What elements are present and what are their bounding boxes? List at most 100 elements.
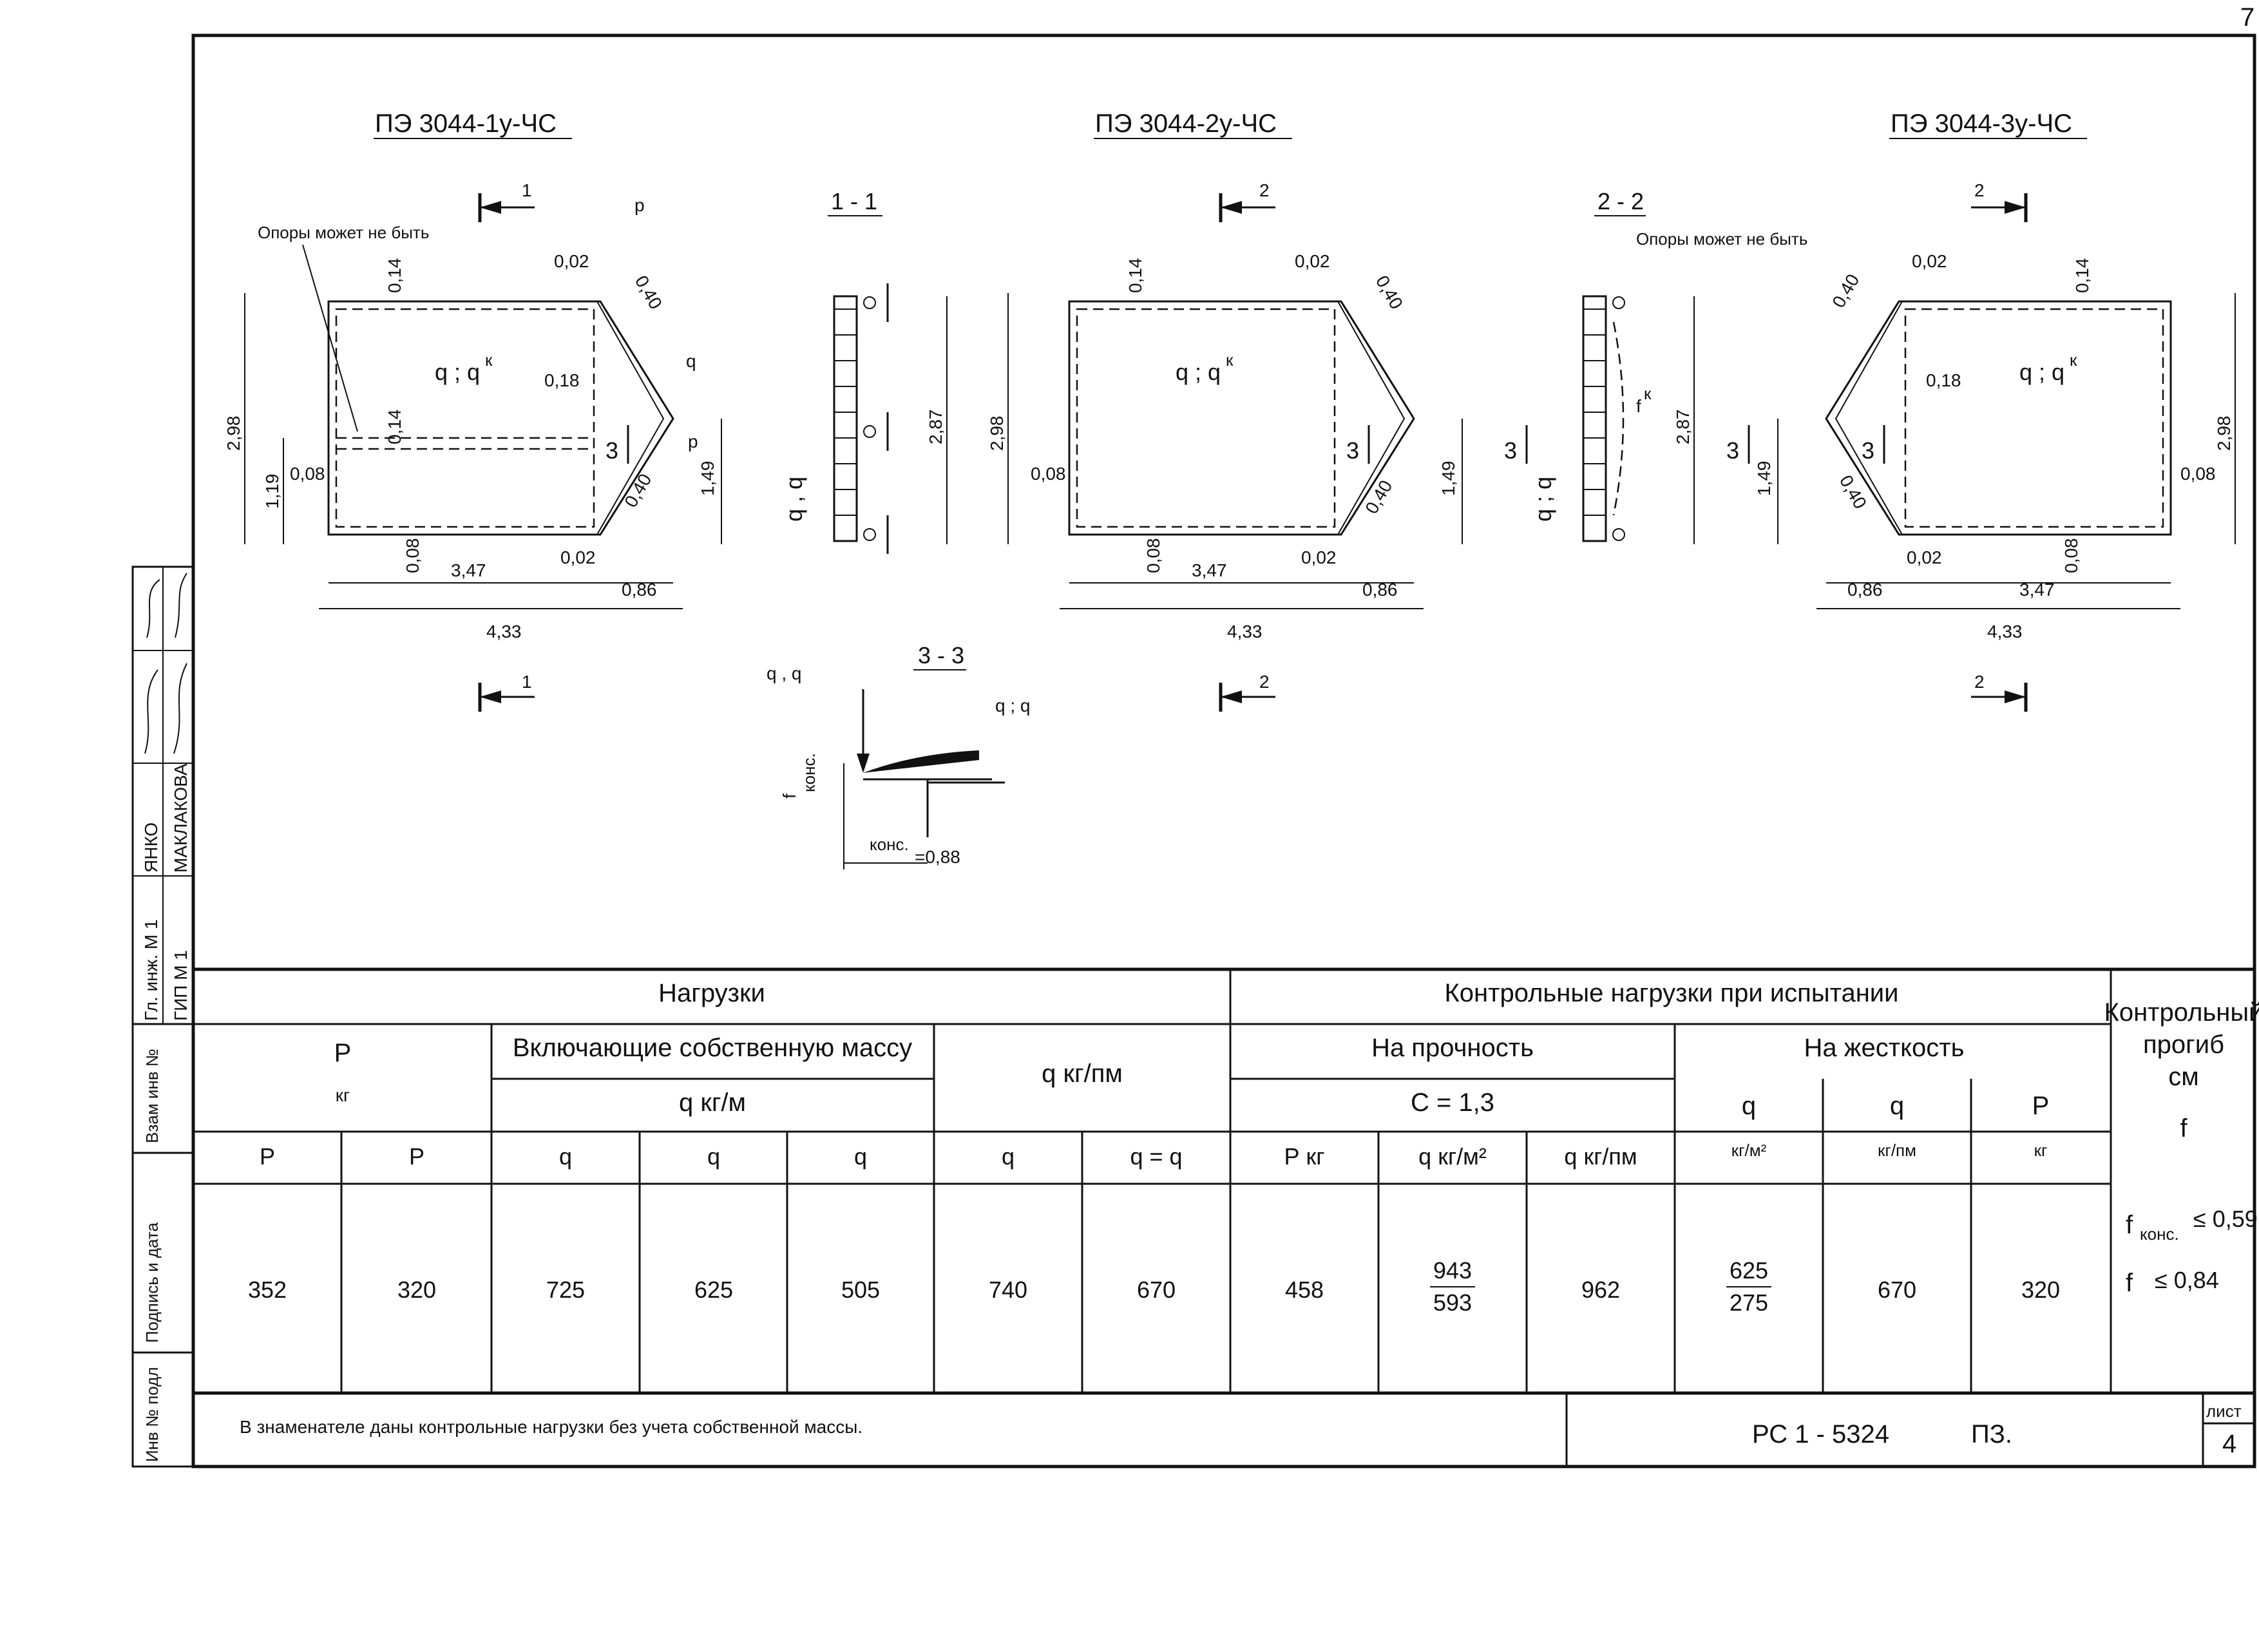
cell-value: 352 [248, 1277, 287, 1303]
drawing-2-title: ПЭ 3044-2у-ЧС [1095, 109, 1277, 138]
signature-mark [144, 663, 187, 754]
svg-text:к: к [1644, 384, 1652, 403]
svg-text:q , q: q , q [767, 663, 801, 683]
svg-text:Р: Р [409, 1143, 424, 1170]
svg-text:q: q [854, 1143, 867, 1170]
loads-table: Нагрузки Контрольные нагрузки при испыта… [193, 967, 2259, 1395]
svg-text:С = 1,3: С = 1,3 [1411, 1088, 1494, 1117]
svg-text:Р: Р [334, 1039, 352, 1067]
slab-outline [327, 300, 674, 536]
svg-text:0,86: 0,86 [622, 580, 657, 600]
svg-text:q ; q: q ; q [1530, 477, 1556, 522]
svg-text:0,40: 0,40 [1828, 271, 1863, 311]
svg-text:0,08: 0,08 [2061, 538, 2081, 574]
svg-text:q кг/м²: q кг/м² [1418, 1143, 1487, 1170]
doc-code: РС 1 - 5324 [1752, 1420, 1889, 1448]
svg-text:0,18: 0,18 [1926, 370, 1961, 390]
section-2-2: 2 - 2 f к 2,87 q ; q [1530, 188, 1695, 544]
svg-text:0,08: 0,08 [1143, 538, 1163, 574]
svg-text:f: f [2180, 1114, 2188, 1143]
stamp-name1: ЯНКО [141, 822, 161, 873]
svg-text:0,86: 0,86 [1362, 580, 1398, 600]
svg-text:0,18: 0,18 [544, 370, 580, 390]
svg-text:2,98: 2,98 [987, 416, 1007, 451]
svg-text:0,40: 0,40 [1361, 477, 1396, 517]
section-title: 3 - 3 [918, 642, 964, 669]
svg-text:р: р [688, 432, 698, 451]
svg-text:0,02: 0,02 [1912, 251, 1947, 271]
slab-outline [1068, 300, 1415, 536]
svg-text:q , q: q , q [781, 477, 807, 522]
drawing-1-title: ПЭ 3044-1у-ЧС [375, 109, 557, 138]
svg-text:кг/м²: кг/м² [1731, 1141, 1767, 1160]
signature-mark [146, 573, 187, 638]
svg-text:f: f [1636, 396, 1641, 416]
load-label: q ; q [435, 359, 480, 385]
svg-text:0,40: 0,40 [1836, 472, 1871, 513]
svg-text:1,19: 1,19 [262, 474, 282, 509]
svg-text:q: q [686, 351, 696, 371]
svg-text:0,02: 0,02 [560, 547, 596, 567]
svg-text:0,40: 0,40 [631, 272, 666, 313]
cell-value: 505 [841, 1277, 880, 1303]
svg-text:2,87: 2,87 [926, 410, 946, 445]
cell-value: 740 [989, 1277, 1027, 1303]
stamp-row2: ГИП М 1 [171, 950, 191, 1021]
svg-text:1,49: 1,49 [1754, 461, 1774, 497]
svg-text:=0,88: =0,88 [915, 847, 960, 867]
svg-text:прогиб: прогиб [2143, 1030, 2224, 1059]
svg-text:q: q [559, 1143, 572, 1170]
svg-text:0,02: 0,02 [554, 251, 589, 271]
load-label: q ; q [1176, 359, 1221, 385]
svg-text:2,98: 2,98 [2214, 416, 2234, 451]
footer: В знаменателе даны контрольные нагрузки … [240, 1393, 2254, 1467]
stamp-label-sign-date: Подпись и дата [142, 1222, 162, 1343]
cell-value: 275 [1730, 1289, 1768, 1316]
svg-text:q ; q: q ; q [995, 696, 1030, 716]
svg-text:кг: кг [336, 1085, 350, 1105]
drawing-2: ПЭ 3044-2у-ЧС 2 2 q ; q к 2,98 0,08 0,14… [987, 109, 1528, 712]
sheet-label: лист [2206, 1401, 2242, 1421]
svg-text:Включающие собственную массу: Включающие собственную массу [513, 1034, 912, 1062]
cell-value: 320 [2021, 1277, 2060, 1303]
svg-text:Р: Р [260, 1143, 275, 1170]
svg-text:f: f [2126, 1269, 2133, 1297]
section-mark: 1 [522, 672, 532, 692]
svg-text:0,40: 0,40 [620, 470, 655, 511]
cell-value: 458 [1285, 1277, 1324, 1303]
cell-value: 625 [1730, 1257, 1768, 1284]
svg-text:0,08: 0,08 [2180, 464, 2216, 484]
svg-text:см: см [2168, 1063, 2199, 1091]
title-stamp: Гл. инж. М 1 ГИП М 1 ЯНКО МАКЛАКОВА Взам… [131, 565, 195, 1468]
svg-text:Контрольный: Контрольный [2104, 998, 2259, 1027]
svg-text:0,86: 0,86 [1847, 580, 1883, 600]
svg-text:q: q [1742, 1092, 1756, 1120]
svg-text:Р кг: Р кг [1284, 1143, 1325, 1170]
section-title: 1 - 1 [831, 188, 877, 214]
svg-text:к: к [1226, 350, 1234, 370]
svg-text:2: 2 [1259, 672, 1270, 692]
footer-note: В знаменателе даны контрольные нагрузки … [240, 1417, 863, 1437]
support-note: Опоры может не быть [258, 223, 429, 242]
svg-text:0,08: 0,08 [403, 538, 423, 574]
section-mark: 1 [522, 180, 532, 200]
svg-text:q: q [707, 1143, 720, 1170]
svg-text:0,08: 0,08 [290, 464, 325, 484]
svg-text:3: 3 [1504, 437, 1517, 464]
header-control: Контрольные нагрузки при испытании [1445, 979, 1899, 1007]
svg-text:≤ 0,59: ≤ 0,59 [2193, 1206, 2258, 1232]
svg-text:3: 3 [1346, 437, 1359, 464]
svg-text:q: q [1002, 1143, 1015, 1170]
svg-text:2,98: 2,98 [224, 416, 243, 451]
svg-text:0,02: 0,02 [1295, 251, 1330, 271]
svg-text:0,14: 0,14 [385, 410, 405, 445]
header-loads: Нагрузки [658, 979, 765, 1007]
svg-text:≤ 0,84: ≤ 0,84 [2155, 1267, 2219, 1293]
svg-text:0,40: 0,40 [1372, 272, 1407, 313]
drawing-3: ПЭ 3044-3у-ЧС 2 2 q ; q к Опоры может не… [1636, 109, 2236, 712]
support-note: Опоры может не быть [1636, 229, 1807, 249]
svg-text:На жесткость: На жесткость [1804, 1034, 1965, 1062]
svg-text:2: 2 [1259, 180, 1270, 200]
svg-text:q кг/пм: q кг/пм [1042, 1059, 1123, 1088]
svg-text:2: 2 [1974, 180, 1985, 200]
